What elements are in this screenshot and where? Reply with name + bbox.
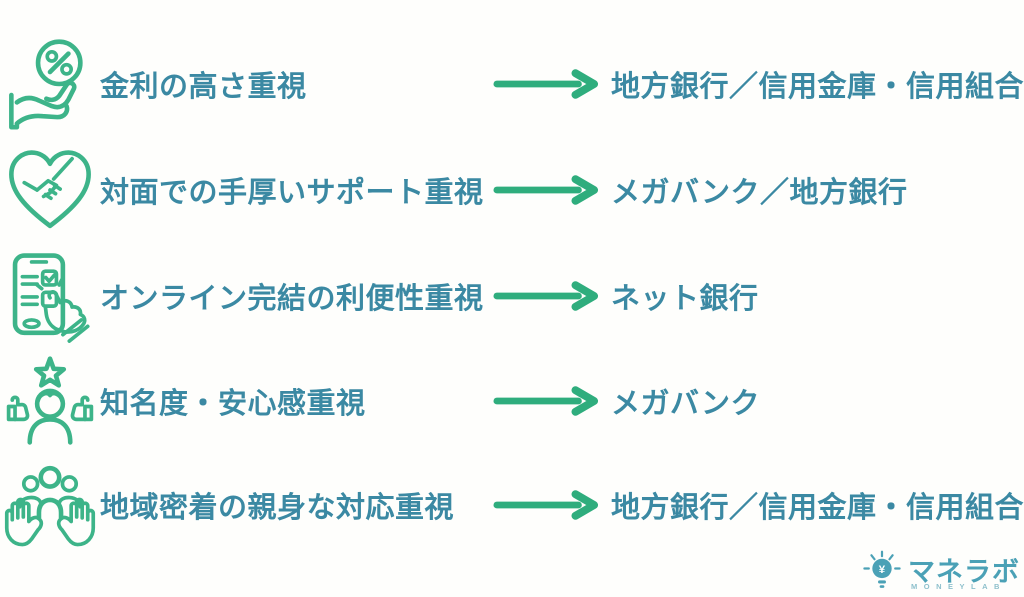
arrow-icon [492,386,600,416]
row-reputation: 知名度・安心感重視 メガバンク [0,351,1024,451]
row-online: オンライン完結の利便性重視 ネット銀行 [0,246,1024,346]
logo-wordmark: マネラボ [908,557,1020,587]
arrow-icon [492,175,600,205]
criteria-label: 金利の高さ重視 [100,71,307,103]
arrow-icon [492,281,600,311]
criteria-label: 地域密着の親身な対応重視 [100,492,455,524]
bank-type-label: メガバンク [611,388,760,420]
arrow-icon [492,490,600,520]
arrow-icon [492,69,600,99]
yen-glyph: ¥ [879,564,886,576]
bank-type-label: ネット銀行 [611,283,759,315]
heart-handshake-icon [4,143,96,237]
row-interest-rate: 金利の高さ重視 地方銀行／信用金庫・信用組合 [0,34,1024,134]
site-logo: ¥ マネラボ MONEYLAB [862,548,1020,594]
criteria-label: オンライン完結の利便性重視 [100,283,484,315]
reputation-person-icon [4,354,96,448]
bank-type-label: メガバンク／地方銀行 [611,177,908,209]
row-support: 対面での手厚いサポート重視 メガバンク／地方銀行 [0,140,1024,240]
criteria-label: 対面での手厚いサポート重視 [100,177,484,209]
yen-lightbulb-icon: ¥ [862,550,902,594]
logo-subtext: MONEYLAB [911,582,1006,591]
criteria-label: 知名度・安心感重視 [100,388,366,420]
smartphone-tap-icon [4,249,96,343]
bank-type-label: 地方銀行／信用金庫・信用組合 [611,71,1024,103]
percent-hand-icon [4,37,96,131]
row-community: 地域密着の親身な対応重視 地方銀行／信用金庫・信用組合 [0,455,1024,555]
community-hands-icon [4,458,96,552]
bank-type-label: 地方銀行／信用金庫・信用組合 [611,492,1024,524]
